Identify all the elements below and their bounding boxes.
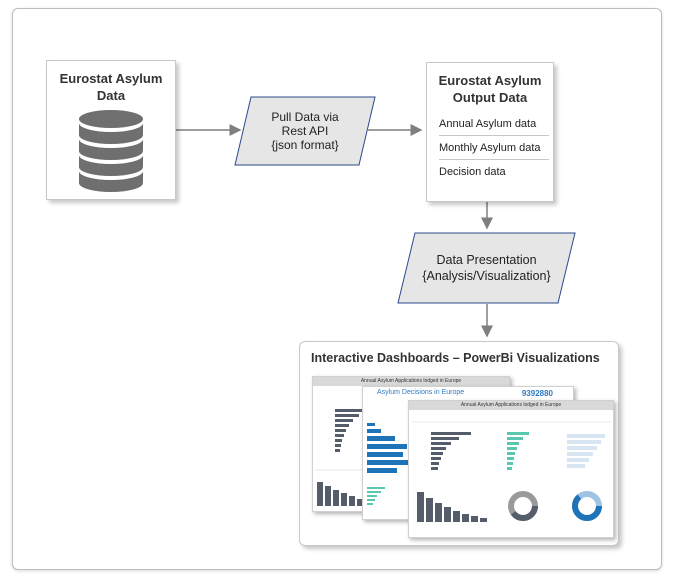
presentation-step: Data Presentation {Analysis/Visualizatio… (397, 232, 576, 304)
database-icon (79, 110, 143, 192)
dashboard-middle-number: 9392880 (521, 389, 553, 398)
output-item-decision: Decision data (439, 166, 506, 178)
output-item-annual: Annual Asylum data (439, 112, 549, 136)
dashboard-screenshot-front: Annual Asylum Applications lodged in Eur… (408, 400, 614, 538)
dashboard-front-charts (411, 421, 611, 522)
output-item-monthly: Monthly Asylum data (439, 136, 549, 160)
pull-line2: Rest API (281, 124, 329, 138)
pull-line3: {json format} (271, 138, 339, 152)
parallelogram-shape (397, 232, 576, 304)
pull-data-step: Pull Data via Rest API {json format} (234, 96, 376, 166)
output-title: Eurostat Asylum Output Data (438, 73, 542, 105)
pull-line1: Pull Data via (271, 110, 339, 124)
source-box: Eurostat Asylum Data (46, 60, 176, 200)
dashboard-front-title: Annual Asylum Applications lodged in Eur… (409, 401, 613, 410)
dashboards-title: Interactive Dashboards – PowerBi Visuali… (311, 351, 600, 365)
parallelogram-shape (234, 96, 376, 166)
dashboard-back-title: Annual Asylum Applications lodged in Eur… (313, 377, 509, 386)
output-box: Eurostat Asylum Output Data Annual Asylu… (426, 62, 554, 202)
presentation-line1: Data Presentation (436, 253, 537, 267)
source-title: Eurostat Asylum Data (59, 71, 163, 103)
dashboard-middle-charts (367, 423, 409, 505)
dashboards-box: Interactive Dashboards – PowerBi Visuali… (299, 341, 619, 546)
dashboard-middle-title: Asylum Decisions in Europe (377, 389, 465, 396)
presentation-line2: {Analysis/Visualization} (422, 269, 551, 283)
